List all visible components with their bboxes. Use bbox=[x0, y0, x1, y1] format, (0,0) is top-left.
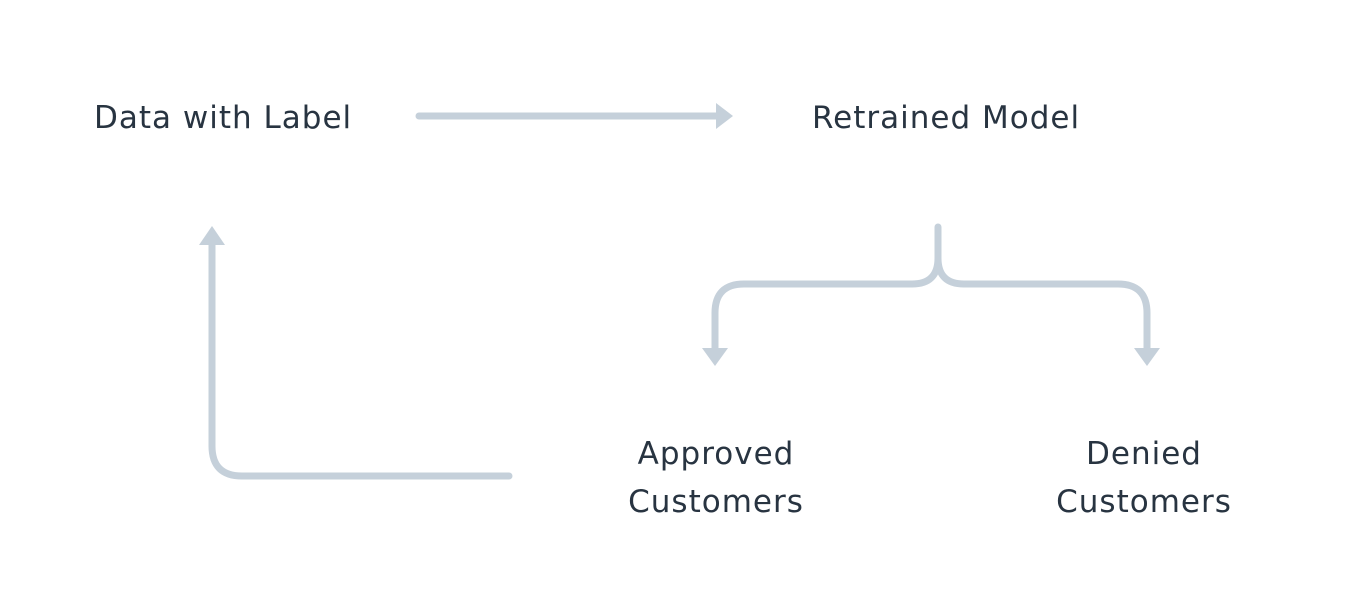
node-denied-customers: Denied Customers bbox=[1044, 430, 1244, 526]
node-approved-customers: Approved Customers bbox=[616, 430, 816, 526]
node-denied-line-2: Customers bbox=[1056, 484, 1232, 520]
node-approved-line-2: Customers bbox=[628, 484, 804, 520]
node-approved-line-1: Approved bbox=[637, 436, 795, 472]
arrow-feedback-loop bbox=[199, 226, 513, 480]
node-data-with-label: Data with Label bbox=[94, 100, 353, 136]
node-retrained-model: Retrained Model bbox=[812, 100, 1081, 136]
node-denied-line-1: Denied bbox=[1086, 436, 1202, 472]
arrow-model-split bbox=[702, 223, 1160, 366]
arrow-data-to-model bbox=[415, 103, 733, 129]
